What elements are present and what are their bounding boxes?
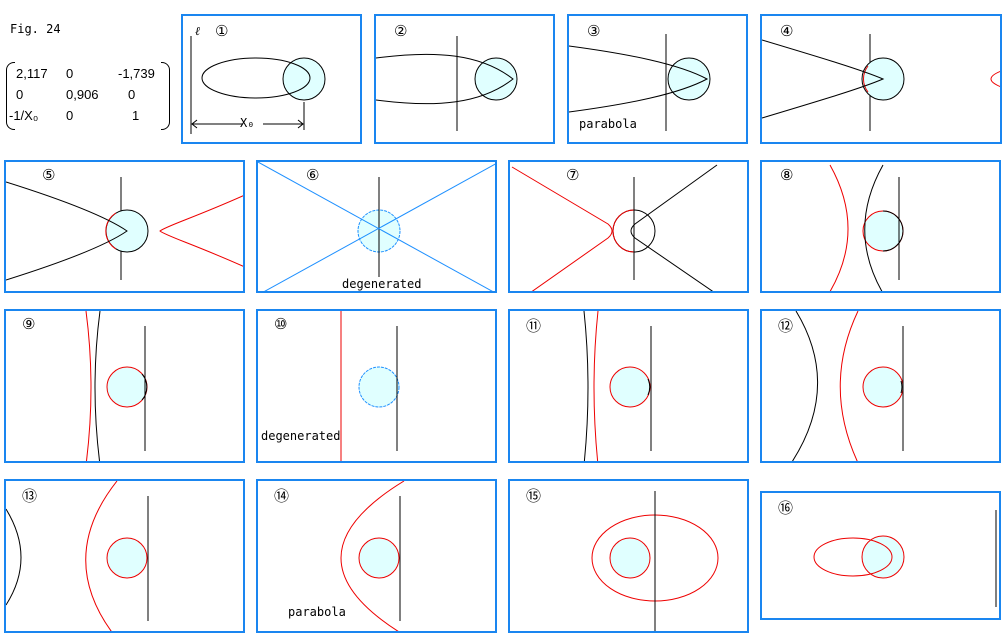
- panel-12-drawing: [791, 311, 904, 461]
- parabola-label: parabola: [288, 605, 346, 619]
- left-bracket: [6, 62, 15, 130]
- panel-number: ⑥: [306, 166, 320, 184]
- panel-number: ⑦: [566, 166, 580, 184]
- panel-2-drawing: [376, 36, 518, 131]
- panel-13: ⑬: [4, 479, 245, 633]
- panel-11-drawing: [583, 311, 652, 461]
- panel-4: ④: [760, 14, 1002, 144]
- panel-9-drawing: [85, 311, 148, 461]
- degenerated-label: degenerated: [342, 277, 422, 291]
- right-bracket: [161, 62, 170, 130]
- matrix-cell: 1: [132, 108, 140, 123]
- matrix-cell: 0: [16, 87, 24, 102]
- panel-11: ⑪: [508, 309, 749, 463]
- panel-number: ⑪: [526, 317, 542, 335]
- matrix-cell: -1/X₀: [9, 108, 39, 123]
- panel-13-drawing: [6, 481, 149, 631]
- panel-2: ②: [374, 14, 555, 144]
- panel-7-drawing: [511, 164, 718, 291]
- matrix-cell: 0: [66, 108, 74, 123]
- panel-1-drawing: [190, 36, 326, 134]
- panel-10-drawing: [340, 311, 400, 461]
- panel-number: ⑨: [22, 315, 36, 333]
- panel-7: ⑦: [508, 160, 749, 293]
- panel-number: ⑭: [274, 487, 290, 505]
- distance-x0-label: X₀: [240, 116, 255, 130]
- panel-15: ⑮: [508, 479, 749, 633]
- figure-title: Fig. 24: [10, 22, 61, 36]
- transformation-matrix: 2,117 0 -1,739 0 0,906 0 -1/X₀ 0 1: [6, 62, 170, 130]
- panel-5-drawing: [6, 177, 243, 281]
- panel-6-drawing: [258, 162, 495, 291]
- panel-3: ③ parabola: [567, 14, 748, 144]
- panel-number: ③: [587, 22, 601, 40]
- matrix-cell: 0: [128, 87, 136, 102]
- matrix-cell: 0: [66, 66, 74, 81]
- panel-number: ⑩: [274, 315, 288, 333]
- panel-1: ℓ ① X₀: [181, 14, 362, 144]
- panel-8-drawing: [829, 164, 904, 291]
- panel-6: ⑥ degenerated: [256, 160, 497, 293]
- panel-5: ⑤: [4, 160, 245, 293]
- line-l-label: ℓ: [195, 24, 200, 38]
- panel-number: ⑤: [42, 166, 56, 184]
- matrix-cell: 0,906: [66, 87, 99, 102]
- matrix-cell: 2,117: [16, 66, 48, 81]
- panel-12: ⑫: [760, 309, 1001, 463]
- panel-number: ②: [394, 22, 408, 40]
- panel-number: ⑧: [780, 166, 794, 184]
- panel-9: ⑨: [4, 309, 245, 463]
- panel-16-drawing: [813, 510, 997, 607]
- panel-number: ⑮: [526, 487, 542, 505]
- panel-number: ④: [780, 22, 794, 40]
- panel-number: ⑯: [778, 499, 794, 517]
- panel-14-drawing: [340, 481, 405, 631]
- parabola-label: parabola: [579, 117, 637, 131]
- panel-16: ⑯: [760, 491, 1001, 620]
- panel-number: ①: [215, 22, 229, 40]
- matrix-cell: -1,739: [118, 66, 155, 81]
- panel-number: ⑫: [778, 317, 794, 335]
- panel-10: ⑩ degenerated: [256, 309, 497, 463]
- panel-14: ⑭ parabola: [256, 479, 497, 633]
- degenerated-label: degenerated: [261, 429, 341, 443]
- panel-15-drawing: [591, 491, 719, 631]
- panel-4-drawing: [762, 34, 1000, 131]
- panel-8: ⑧: [760, 160, 1001, 293]
- panel-number: ⑬: [22, 487, 38, 505]
- panel-3-drawing: [569, 34, 711, 131]
